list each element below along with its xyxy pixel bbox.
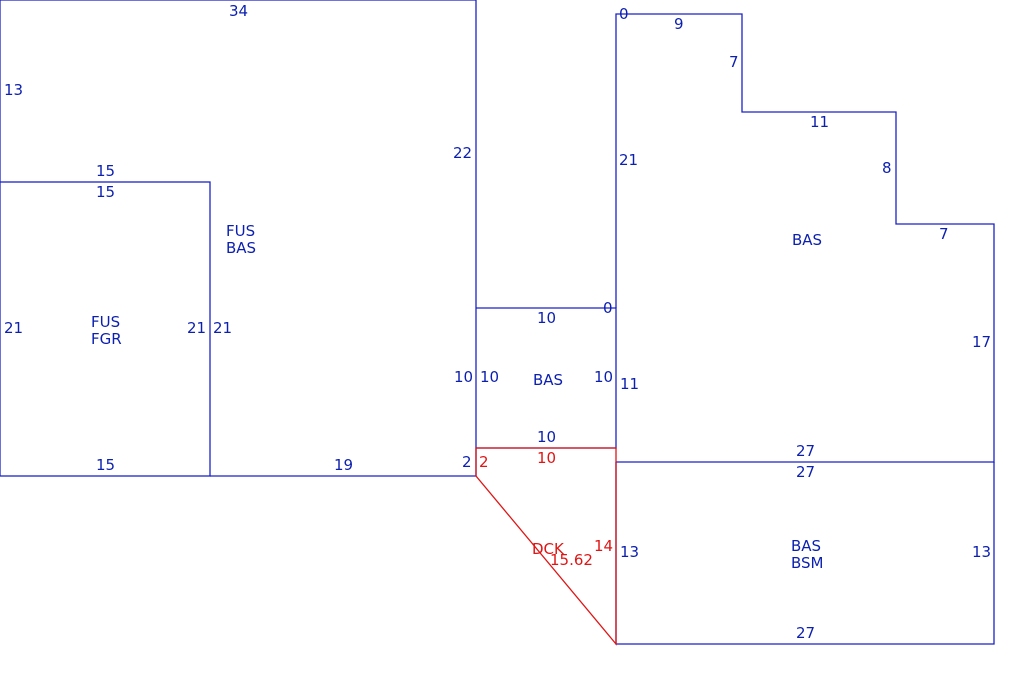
area-bas-right: BAS xyxy=(792,231,822,249)
area-fus-bas-line1: FUS xyxy=(226,222,255,240)
dim-label: 10 xyxy=(480,368,499,386)
area-dck: DCK xyxy=(532,540,565,558)
area-bas-small: BAS xyxy=(533,371,563,389)
dim-label: 13 xyxy=(620,543,639,561)
dimension-labels: 34 13 15 15 22 21 21 21 15 19 2 10 0 10 … xyxy=(4,2,991,642)
dim-label: 21 xyxy=(213,319,232,337)
dim-label: 14 xyxy=(594,537,613,555)
dim-label: 0 xyxy=(603,299,613,317)
dim-label: 11 xyxy=(810,113,829,131)
dim-label: 15 xyxy=(96,162,115,180)
bas-right-outline xyxy=(615,13,995,463)
dim-label: 10 xyxy=(537,309,556,327)
dim-label: 10 xyxy=(537,449,556,467)
dim-label: 9 xyxy=(674,15,684,33)
dim-label: 10 xyxy=(594,368,613,386)
dim-label: 21 xyxy=(619,151,638,169)
dim-label: 15 xyxy=(96,456,115,474)
dim-label: 15.62 xyxy=(550,551,593,569)
dim-label: 7 xyxy=(939,225,949,243)
dck-outline xyxy=(475,447,617,646)
dim-label: 27 xyxy=(796,624,815,642)
dim-label: 34 xyxy=(229,2,248,20)
area-labels: FUS BAS FUS FGR BAS BAS BAS BSM DCK xyxy=(91,222,824,572)
dim-label: 0 xyxy=(619,5,629,23)
area-bas-bsm-line2: BSM xyxy=(791,554,824,572)
structure-lines xyxy=(0,0,995,645)
area-fus-fgr-line1: FUS xyxy=(91,313,120,331)
dim-label: 13 xyxy=(972,543,991,561)
dim-label: 11 xyxy=(620,375,639,393)
dim-label: 10 xyxy=(454,368,473,386)
dim-label: 27 xyxy=(796,442,815,460)
dim-label: 17 xyxy=(972,333,991,351)
dim-label: 21 xyxy=(4,319,23,337)
fus-fgr-outline xyxy=(0,181,211,477)
deck-dimension-labels: 2 10 14 15.62 xyxy=(479,449,613,569)
area-fus-fgr-line2: FGR xyxy=(91,330,122,348)
dim-label: 2 xyxy=(479,453,489,471)
area-fus-bas-line2: BAS xyxy=(226,239,256,257)
dim-label: 27 xyxy=(796,463,815,481)
dim-label: 15 xyxy=(96,183,115,201)
dim-label: 8 xyxy=(882,159,892,177)
area-bas-bsm-line1: BAS xyxy=(791,537,821,555)
dim-label: 19 xyxy=(334,456,353,474)
dim-label: 13 xyxy=(4,81,23,99)
deck-lines xyxy=(475,447,617,646)
dim-label: 21 xyxy=(187,319,206,337)
dim-label: 22 xyxy=(453,144,472,162)
fus-bas-outline xyxy=(0,0,477,477)
dim-label: 10 xyxy=(537,428,556,446)
dim-label: 2 xyxy=(462,453,472,471)
dim-label: 7 xyxy=(729,53,739,71)
